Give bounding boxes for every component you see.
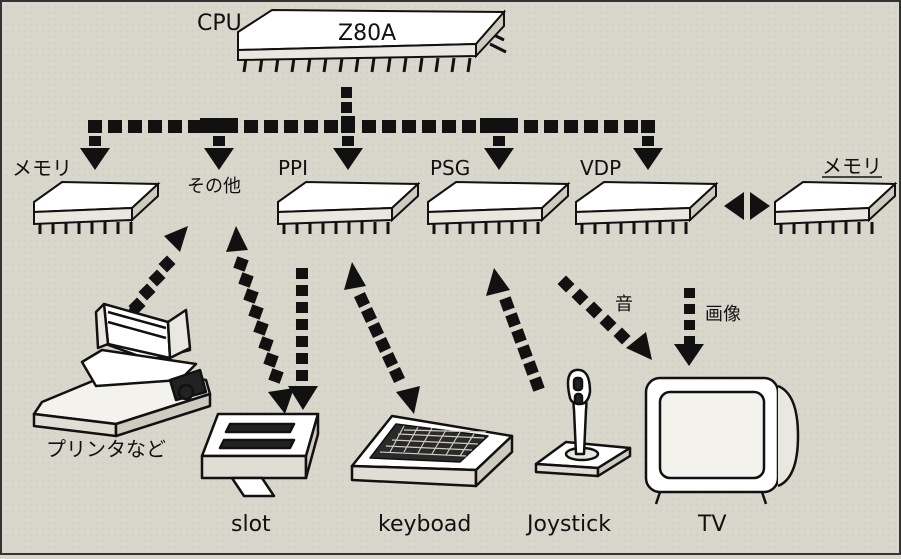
memory-left-label: メモリ [12, 158, 72, 178]
tv-label: TV [698, 514, 727, 536]
slot-label: slot [231, 514, 271, 536]
ppi-label: PPI [278, 158, 308, 178]
memory-right-label: メモリ [822, 156, 882, 178]
cpu-chip-label: Z80A [338, 23, 396, 45]
printer-label: プリンタなど [46, 439, 166, 459]
sound-label: 音 [615, 296, 633, 314]
vdp-label: VDP [580, 158, 621, 178]
keyboard-label: keyboad [378, 514, 471, 536]
psg-label: PSG [430, 158, 470, 178]
tv-illustration [646, 378, 798, 504]
cpu-label: CPU [197, 13, 242, 35]
image-label: 画像 [705, 306, 741, 324]
joystick-label: Joystick [527, 514, 611, 536]
other-label: その他 [187, 178, 241, 196]
